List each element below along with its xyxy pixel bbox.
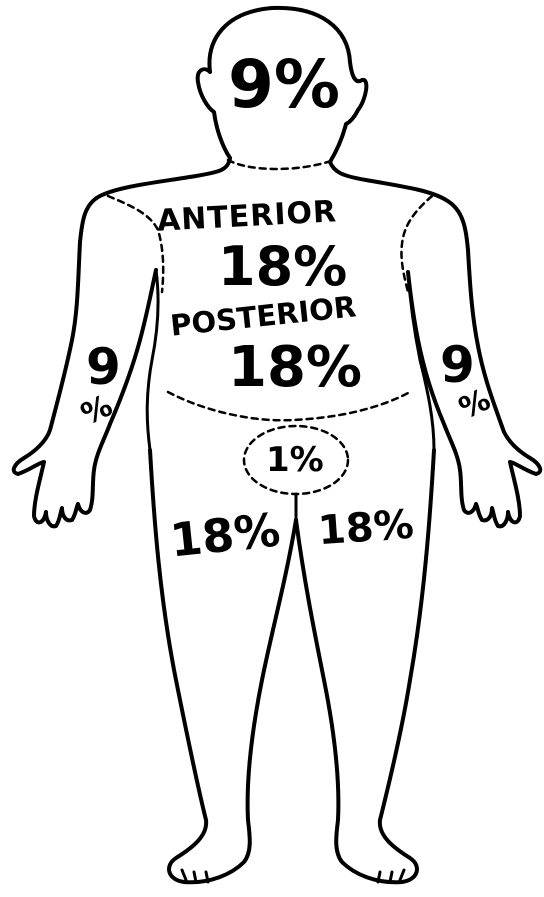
left-leg-percentage: 18% xyxy=(168,506,282,563)
head-percentage: 9% xyxy=(228,52,340,118)
right-shoulder-divider xyxy=(401,196,432,292)
anterior-percentage: 18% xyxy=(218,240,347,294)
right-leg-percentage: 18% xyxy=(317,505,415,552)
neck-divider xyxy=(228,160,334,169)
posterior-percentage: 18% xyxy=(228,340,362,396)
right-inner-arm xyxy=(408,272,434,450)
groin-percentage: 1% xyxy=(266,443,324,477)
right-arm-percentage-number: 9 xyxy=(440,340,475,390)
left-arm-percentage-number: 9 xyxy=(86,342,121,392)
left-arm-outline xyxy=(14,242,156,526)
